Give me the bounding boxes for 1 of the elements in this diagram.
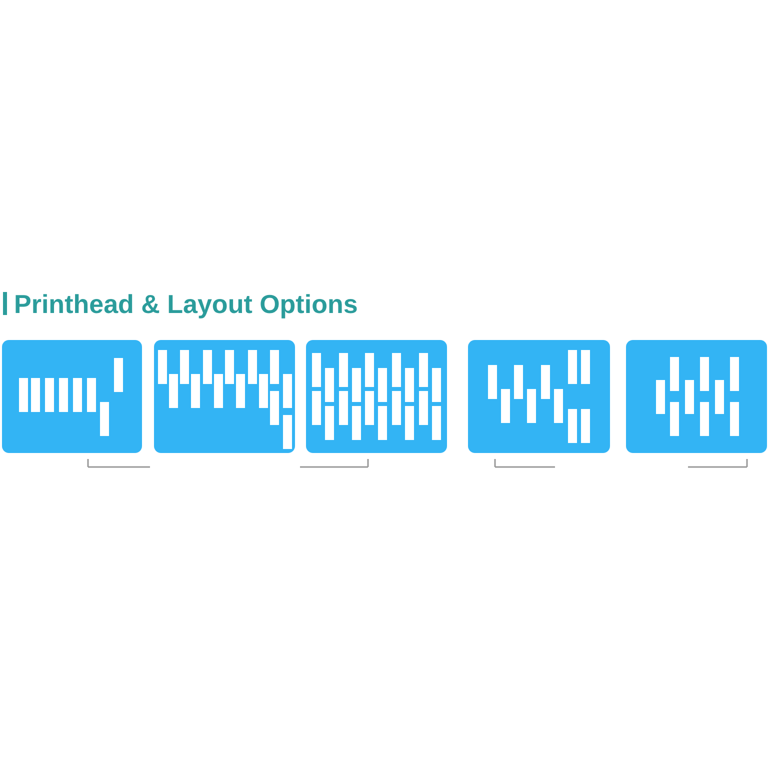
title: Printhead & Layout Options: [14, 288, 358, 320]
